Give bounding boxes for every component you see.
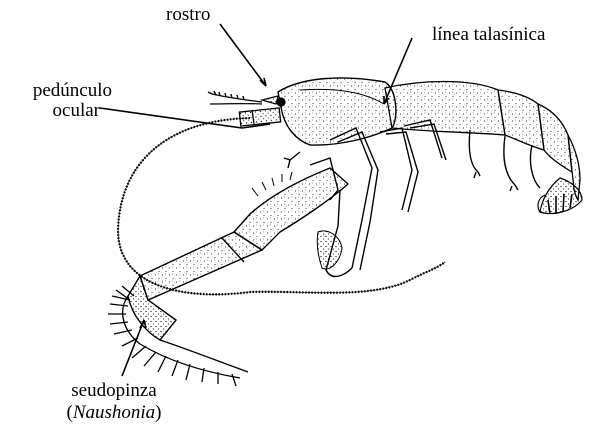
- abdomen: [385, 82, 580, 201]
- leader-rostro: [220, 24, 266, 86]
- cheliped: [128, 168, 348, 340]
- rostrum-area: [208, 91, 285, 106]
- label-peduncle-line1: pedúnculo: [0, 80, 112, 101]
- label-rostro: rostro: [166, 4, 210, 25]
- label-pseudochela-line1: seudopinza: [44, 380, 184, 401]
- label-linea-talasinica: línea talasínica: [432, 24, 545, 45]
- label-pseudochela-line2: (Naushonia): [44, 402, 184, 423]
- label-genus: Naushonia: [73, 402, 155, 423]
- eye-peduncle: [239, 108, 280, 126]
- carapace: [278, 78, 396, 145]
- label-peduncle-line2: ocular: [0, 100, 100, 121]
- label-paren-close: ): [155, 402, 161, 423]
- leader-pseudochela: [122, 320, 144, 376]
